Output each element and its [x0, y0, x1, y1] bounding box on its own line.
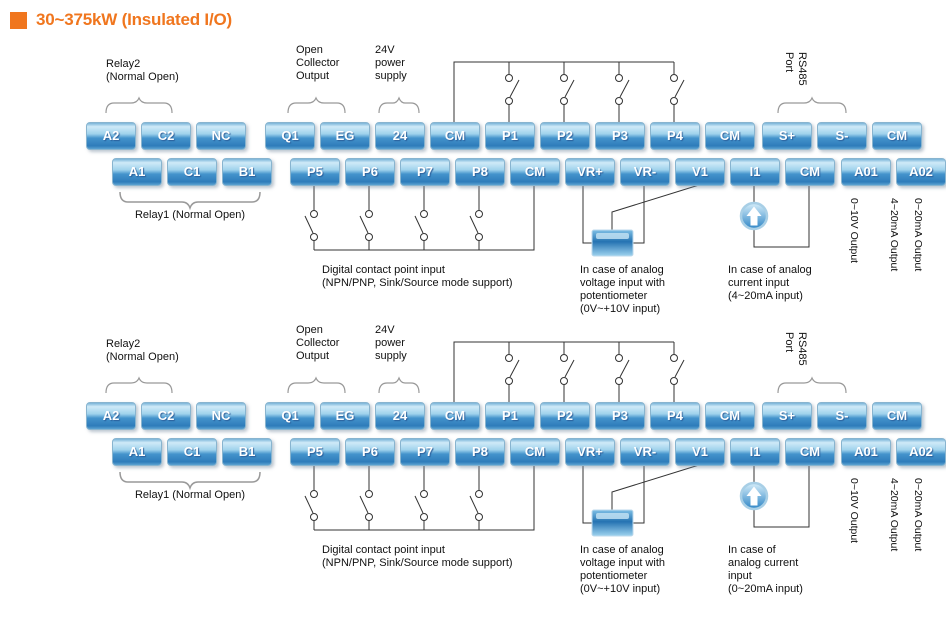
terminal-cm: CM: [705, 402, 755, 430]
terminal-cm: CM: [510, 438, 560, 466]
terminal-a2: A2: [86, 122, 136, 150]
terminal-a1: A1: [112, 438, 162, 466]
terminal-cm: CM: [430, 402, 480, 430]
terminal-p2: P2: [540, 402, 590, 430]
terminal-p7: P7: [400, 438, 450, 466]
terminal-q1: Q1: [265, 402, 315, 430]
terminal-p7: P7: [400, 158, 450, 186]
relay1-label: Relay1 (Normal Open): [134, 489, 246, 501]
orange-square-bullet-icon: [10, 11, 27, 29]
relay2-label: Relay2 (Normal Open): [106, 58, 179, 83]
terminal-p3: P3: [595, 402, 645, 430]
terminal-eg: EG: [320, 122, 370, 150]
terminal-eg: EG: [320, 402, 370, 430]
terminal-v1: V1: [675, 438, 725, 466]
terminal-a02: A02: [896, 438, 946, 466]
output-label-0-10v: 0~10V Output: [848, 198, 860, 264]
terminal-a01: A01: [841, 438, 891, 466]
terminal-cm: CM: [872, 402, 922, 430]
terminal-b1: B1: [222, 158, 272, 186]
terminal-nc: NC: [196, 402, 246, 430]
terminal-sminus: S-: [817, 402, 867, 430]
terminal-p2: P2: [540, 122, 590, 150]
digital-input-caption: Digital contact point input (NPN/PNP, Si…: [322, 264, 513, 289]
relay1-label: Relay1 (Normal Open): [134, 209, 246, 221]
terminal-a01: A01: [841, 158, 891, 186]
terminal-p8: P8: [455, 158, 505, 186]
output-label-4-20ma: 4~20mA Output: [888, 198, 900, 272]
terminal-cm: CM: [785, 438, 835, 466]
terminal-a02: A02: [896, 158, 946, 186]
power-supply-label: 24V power supply: [375, 324, 407, 362]
io-diagram-1: Relay2 (Normal Open) Open Collector Outp…: [0, 44, 946, 315]
terminal-splus: S+: [762, 402, 812, 430]
relay2-label: Relay2 (Normal Open): [106, 338, 179, 363]
terminal-vrplus: VR+: [565, 158, 615, 186]
terminal-p1: P1: [485, 122, 535, 150]
rs485-port-label: RS485 Port: [783, 332, 808, 366]
terminal-vrminus: VR-: [620, 438, 670, 466]
open-collector-label: Open Collector Output: [296, 324, 340, 362]
output-label-0-10v: 0~10V Output: [848, 478, 860, 544]
terminal-p4: P4: [650, 122, 700, 150]
output-label-4-20ma: 4~20mA Output: [888, 478, 900, 552]
analog-voltage-caption: In case of analog voltage input with pot…: [580, 544, 665, 595]
terminal-q1: Q1: [265, 122, 315, 150]
output-label-0-20ma: 0~20mA Output: [912, 198, 924, 272]
terminal-c2: C2: [141, 402, 191, 430]
page-title: 30~375kW (Insulated I/O): [36, 10, 232, 29]
terminal-b1: B1: [222, 438, 272, 466]
io-diagram-2: Relay2 (Normal Open) Open Collector Outp…: [0, 280, 946, 600]
digital-input-caption: Digital contact point input (NPN/PNP, Si…: [322, 544, 513, 569]
terminal-c1: C1: [167, 438, 217, 466]
terminal-sminus: S-: [817, 122, 867, 150]
terminal-p4: P4: [650, 402, 700, 430]
terminal-p5: P5: [290, 438, 340, 466]
terminal-c1: C1: [167, 158, 217, 186]
terminal-i1: I1: [730, 158, 780, 186]
terminal-p6: P6: [345, 438, 395, 466]
analog-voltage-caption: In case of analog voltage input with pot…: [580, 264, 665, 315]
terminal-i1: I1: [730, 438, 780, 466]
terminal-vrminus: VR-: [620, 158, 670, 186]
terminal-a2: A2: [86, 402, 136, 430]
section-header: 30~375kW (Insulated I/O): [10, 10, 232, 30]
terminal-cm: CM: [510, 158, 560, 186]
terminal-cm: CM: [872, 122, 922, 150]
terminal-cm: CM: [785, 158, 835, 186]
terminal-cm: CM: [705, 122, 755, 150]
open-collector-label: Open Collector Output: [296, 44, 340, 82]
terminal-p6: P6: [345, 158, 395, 186]
terminal-splus: S+: [762, 122, 812, 150]
terminal-c2: C2: [141, 122, 191, 150]
terminal-24: 24: [375, 122, 425, 150]
terminal-v1: V1: [675, 158, 725, 186]
analog-current-caption: In case of analog current input (4~20mA …: [728, 264, 812, 302]
rs485-port-label: RS485 Port: [783, 52, 808, 86]
terminal-p5: P5: [290, 158, 340, 186]
output-label-0-20ma: 0~20mA Output: [912, 478, 924, 552]
terminal-24: 24: [375, 402, 425, 430]
terminal-cm: CM: [430, 122, 480, 150]
terminal-vrplus: VR+: [565, 438, 615, 466]
analog-current-caption: In case of analog current input (0~20mA …: [728, 544, 803, 595]
terminal-nc: NC: [196, 122, 246, 150]
terminal-p3: P3: [595, 122, 645, 150]
terminal-p1: P1: [485, 402, 535, 430]
power-supply-label: 24V power supply: [375, 44, 407, 82]
terminal-p8: P8: [455, 438, 505, 466]
terminal-a1: A1: [112, 158, 162, 186]
